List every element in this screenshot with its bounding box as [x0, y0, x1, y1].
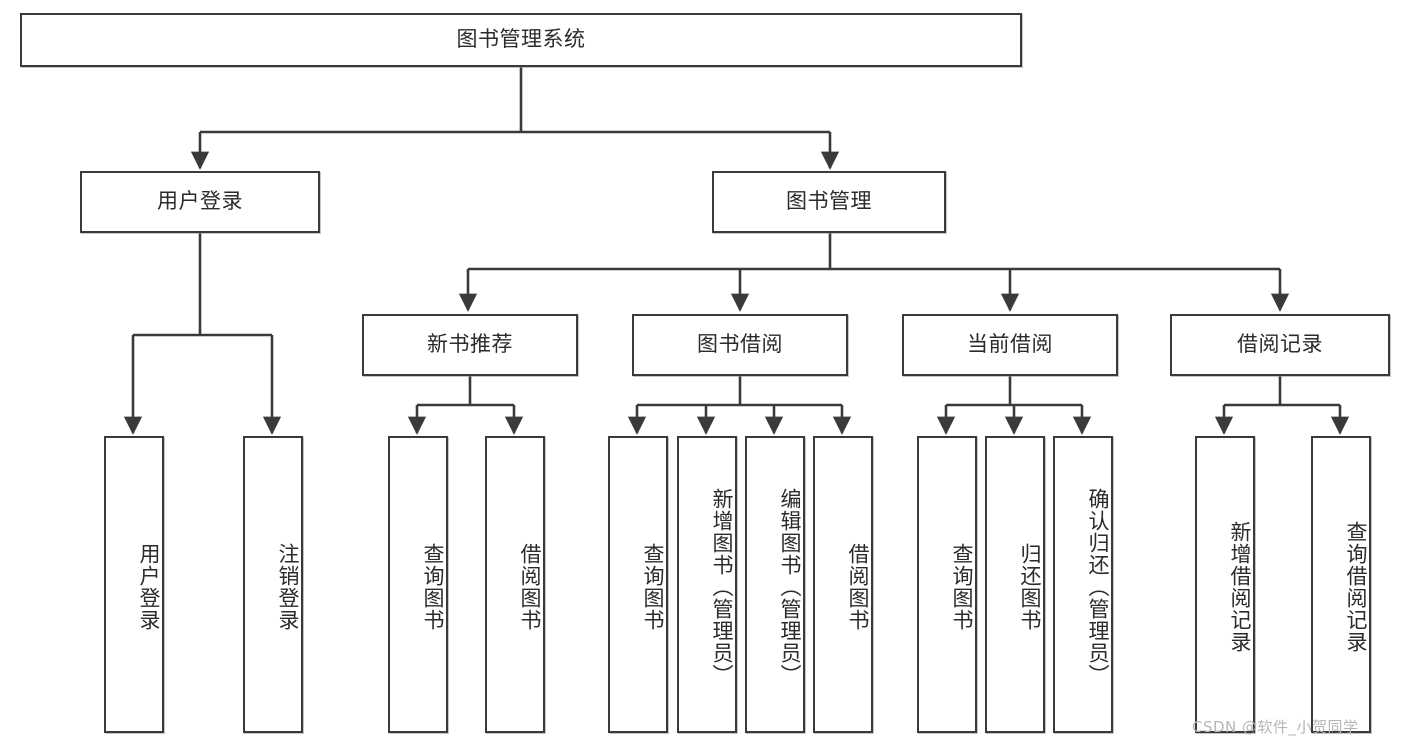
node-leaf-query-book-borrow[interactable]: 查询图书: [608, 436, 668, 733]
node-label: 查询图书: [421, 542, 445, 631]
node-label: 查询借阅记录: [1344, 520, 1368, 653]
node-user-login[interactable]: 用户登录: [80, 171, 320, 233]
node-leaf-borrow-book[interactable]: 借阅图书: [813, 436, 873, 733]
node-label: 图书管理系统: [456, 27, 586, 52]
node-borrow-record[interactable]: 借阅记录: [1170, 314, 1390, 376]
watermark-csdn: CSDN @软件_小贺同学: [1192, 718, 1359, 736]
node-label: 查询图书: [950, 542, 974, 631]
node-leaf-user-logout[interactable]: 注销登录: [243, 436, 303, 733]
node-current-borrow[interactable]: 当前借阅: [902, 314, 1118, 376]
node-label: 图书借阅: [697, 332, 783, 357]
node-label: 编辑图书（管理员）: [778, 487, 802, 686]
node-label: 图书管理: [786, 189, 872, 214]
node-label: 确认归还（管理员）: [1086, 487, 1110, 686]
node-book-borrow[interactable]: 图书借阅: [632, 314, 848, 376]
node-label: 借阅图书: [846, 542, 870, 631]
node-leaf-query-book-recommend[interactable]: 查询图书: [388, 436, 448, 733]
node-leaf-borrow-book-recommend[interactable]: 借阅图书: [485, 436, 545, 733]
node-label: 注销登录: [276, 542, 300, 631]
node-label: 当前借阅: [967, 332, 1053, 357]
node-label: 新增借阅记录: [1228, 520, 1252, 653]
node-leaf-edit-book[interactable]: 编辑图书（管理员）: [745, 436, 805, 733]
node-leaf-return-book[interactable]: 归还图书: [985, 436, 1045, 733]
node-root-book-management-system[interactable]: 图书管理系统: [20, 13, 1022, 67]
node-leaf-add-book[interactable]: 新增图书（管理员）: [677, 436, 737, 733]
node-label: 归还图书: [1018, 542, 1042, 631]
node-leaf-confirm-return[interactable]: 确认归还（管理员）: [1053, 436, 1113, 733]
node-label: 查询图书: [641, 542, 665, 631]
node-leaf-query-borrow-record[interactable]: 查询借阅记录: [1311, 436, 1371, 733]
node-label: 用户登录: [137, 542, 161, 631]
node-label: 新书推荐: [427, 332, 513, 357]
node-book-management[interactable]: 图书管理: [712, 171, 946, 233]
node-leaf-query-book-current[interactable]: 查询图书: [917, 436, 977, 733]
node-label: 用户登录: [157, 189, 243, 214]
node-label: 新增图书（管理员）: [710, 487, 734, 686]
node-label: 借阅图书: [518, 542, 542, 631]
node-leaf-add-borrow-record[interactable]: 新增借阅记录: [1195, 436, 1255, 733]
node-label: 借阅记录: [1237, 332, 1323, 357]
node-new-book-recommend[interactable]: 新书推荐: [362, 314, 578, 376]
node-leaf-user-login[interactable]: 用户登录: [104, 436, 164, 733]
